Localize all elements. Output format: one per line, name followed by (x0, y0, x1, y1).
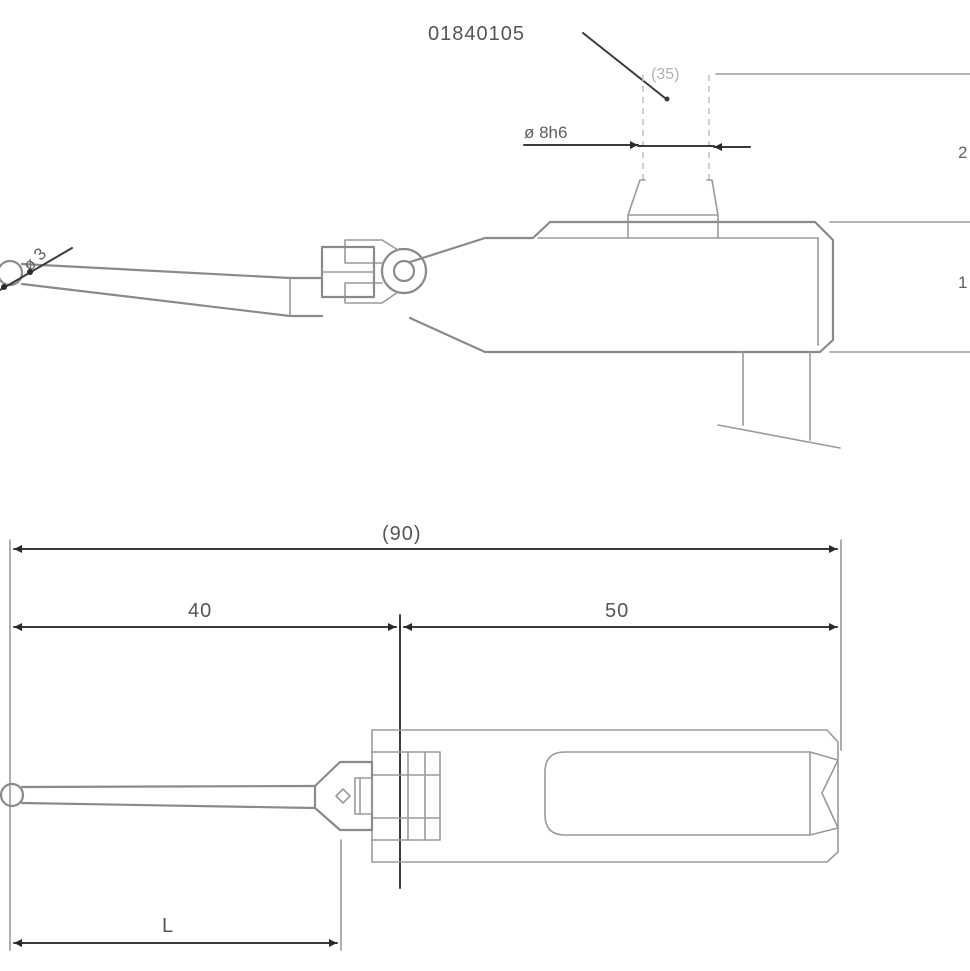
bottom-clamp-block (371, 751, 441, 841)
stylus-top (20, 262, 324, 318)
body-end-notch (809, 751, 839, 836)
overall-length-label: (90) (382, 523, 422, 545)
tip-dim-arrow-b (27, 269, 33, 275)
tip-dim-arrow-a (1, 284, 7, 290)
top-view: 01840105 (35) ø 8h6 2 1 (0, 23, 970, 449)
tip-diameter-dimension (0, 247, 73, 291)
right-length-label: 50 (605, 600, 629, 622)
shaft-faint-label: (35) (651, 66, 679, 83)
clevis-arms (344, 239, 399, 304)
left-length-label: 40 (188, 600, 212, 622)
stylus-bottom (20, 784, 317, 810)
leader-dot (664, 96, 670, 102)
pivot-outer (380, 247, 428, 295)
body-slot (544, 751, 811, 836)
adapter-diamond-icon (335, 788, 351, 804)
part-number-label: 01840105 (428, 23, 525, 45)
bottom-body-outline (371, 729, 839, 863)
pivot-inner (392, 259, 416, 283)
probe-body-outline (408, 220, 835, 354)
adapter-nut (354, 777, 373, 815)
bottom-view: (90) 40 50 L (0, 523, 842, 951)
stylus-ball-bottom (0, 782, 25, 808)
stylus-adapter (313, 760, 374, 832)
shaft-neck (627, 179, 719, 239)
right-edge-label-upper: 2 (958, 143, 967, 162)
part-number-leader (582, 32, 666, 99)
stylus-ball-top (0, 259, 24, 287)
stylus-length-label: L (162, 915, 174, 937)
shaft-diameter-label: ø 8h6 (524, 123, 567, 142)
right-edge-label-lower: 1 (958, 273, 967, 292)
mount-post (717, 351, 841, 449)
